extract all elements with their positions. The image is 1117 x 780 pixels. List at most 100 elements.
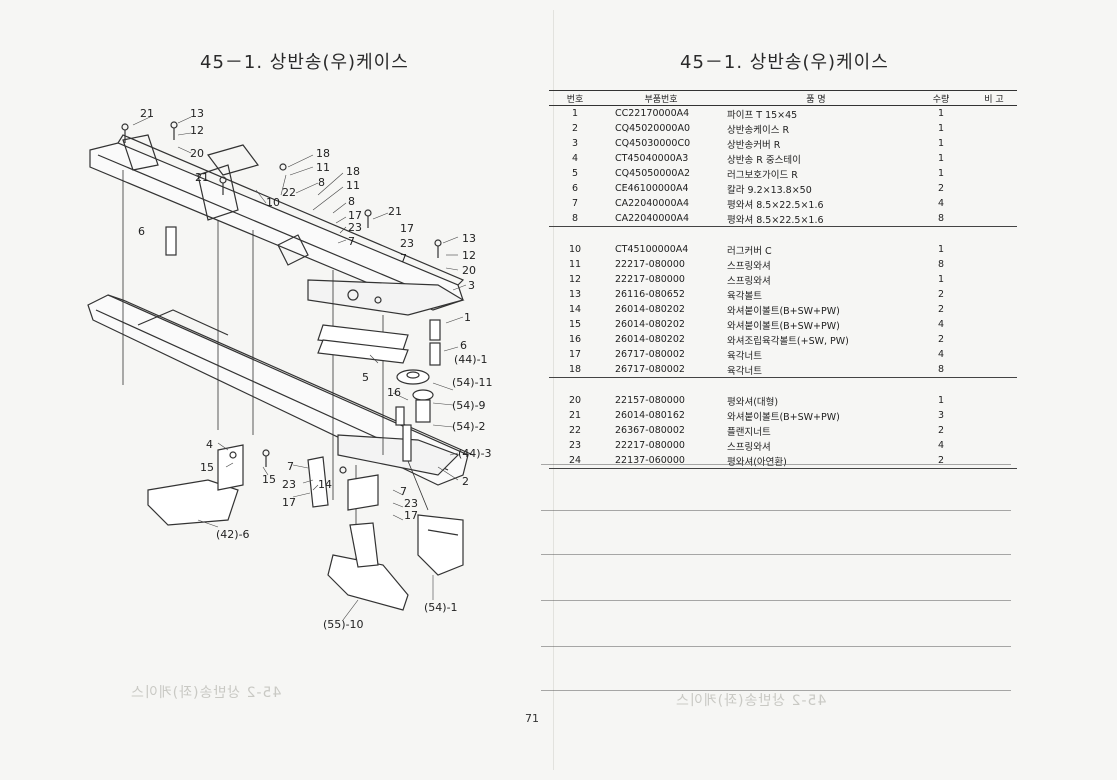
header-note: 비 고 <box>984 94 1004 105</box>
row-no: 20 <box>568 395 582 406</box>
row-no: 17 <box>568 349 582 360</box>
row-part: 22217-080000 <box>615 274 685 285</box>
bleed-through-text: 45-2 상반송(좌)케이스 <box>130 685 282 701</box>
row-no: 10 <box>568 244 582 255</box>
callout-23: 23 <box>348 221 362 234</box>
callout-17d: 17 <box>404 509 418 522</box>
callout-14: 14 <box>318 478 332 491</box>
callout-17b: 17 <box>400 222 414 235</box>
row-qty: 1 <box>937 153 945 164</box>
row-part: 22157-080000 <box>615 395 685 406</box>
row-qty: 2 <box>937 289 945 300</box>
row-part: CE46100000A4 <box>615 183 689 194</box>
callout-54-1: (54)-1 <box>424 601 458 614</box>
row-qty: 4 <box>937 198 945 209</box>
callout-10: 10 <box>266 196 280 209</box>
callout-17: 17 <box>348 209 362 222</box>
row-no: 22 <box>568 425 582 436</box>
callout-23d: 23 <box>404 497 418 510</box>
row-name: 육각볼트 <box>727 290 762 302</box>
row-part: 22217-080000 <box>615 440 685 451</box>
row-qty: 2 <box>937 334 945 345</box>
row-part: 22137-060000 <box>615 455 685 466</box>
callout-2: 2 <box>462 475 469 488</box>
row-qty: 8 <box>937 364 945 375</box>
row-part: CQ45030000C0 <box>615 138 691 149</box>
callout-11b: 11 <box>346 179 360 192</box>
row-name: 칼라 9.2×13.8×50 <box>727 184 812 196</box>
row-qty: 3 <box>937 410 945 421</box>
row-no: 16 <box>568 334 582 345</box>
row-no: 23 <box>568 440 582 451</box>
left-page: 45－1. 상반송(우)케이스 45-2 상반송(좌)케이스 <box>0 0 555 780</box>
row-name: 상반송 R 중스테이 <box>727 154 801 166</box>
table-header: 번호 부품번호 품 명 수량 비 고 <box>549 90 1017 106</box>
page-fold <box>553 10 554 770</box>
callout-23b: 23 <box>400 237 414 250</box>
row-no: 6 <box>571 183 579 194</box>
row-no: 7 <box>571 198 579 209</box>
row-no: 21 <box>568 410 582 421</box>
right-page: 45－1. 상반송(우)케이스 45-2 상반송(좌)케이스 번호 부품번호 품… <box>525 0 1117 780</box>
row-part: CA22040000A4 <box>615 198 690 209</box>
table-row: 13 26116-080652 육각볼트 2 <box>549 287 1017 302</box>
callout-1: 1 <box>464 311 471 324</box>
blank-row <box>549 378 1017 393</box>
row-qty: 8 <box>937 213 945 224</box>
callout-16: 16 <box>387 386 401 399</box>
callout-7: 7 <box>348 235 355 248</box>
callout-6b: 6 <box>460 339 467 352</box>
callout-54-9: (54)-9 <box>452 399 486 412</box>
row-name: 상반송커버 R <box>727 139 781 151</box>
callout-15b: 15 <box>262 473 276 486</box>
row-no: 13 <box>568 289 582 300</box>
callout-54-11: (54)-11 <box>452 376 493 389</box>
row-name: 스프링와셔 <box>727 441 771 453</box>
callout-7b: 7 <box>400 252 407 265</box>
row-part: CQ45020000A0 <box>615 123 691 134</box>
row-qty: 8 <box>937 259 945 270</box>
header-no: 번호 <box>566 94 584 105</box>
row-name: 러그보호가이드 R <box>727 169 798 181</box>
row-name: 평와셔 8.5×22.5×1.6 <box>727 214 824 226</box>
callout-8b: 8 <box>348 195 355 208</box>
row-qty: 4 <box>937 349 945 360</box>
row-name: 와셔붙이볼트(B+SW+PW) <box>727 411 840 423</box>
row-part: CQ45050000A2 <box>615 168 691 179</box>
blank-row <box>549 227 1017 242</box>
callout-3: 3 <box>468 279 475 292</box>
row-qty: 2 <box>937 183 945 194</box>
page-number: 71 <box>525 712 539 725</box>
row-part: 26367-080002 <box>615 425 685 436</box>
row-qty: 1 <box>937 123 945 134</box>
callout-22: 22 <box>282 186 296 199</box>
row-part: 26014-080202 <box>615 304 685 315</box>
row-no: 2 <box>571 123 579 134</box>
callout-13: 13 <box>190 107 204 120</box>
row-no: 1 <box>571 108 579 119</box>
diagram-drawing <box>87 116 474 621</box>
callout-44-3: (44)-3 <box>458 447 492 460</box>
row-part: 26014-080202 <box>615 334 685 345</box>
row-name: 평와셔(대형) <box>727 396 779 408</box>
callout-21b: 21 <box>195 171 209 184</box>
row-part: 26116-080652 <box>615 289 685 300</box>
callout-13b: 13 <box>462 232 476 245</box>
row-name: 평와셔(아연환) <box>727 456 787 468</box>
row-part: CA22040000A4 <box>615 213 690 224</box>
row-qty: 2 <box>937 455 945 466</box>
